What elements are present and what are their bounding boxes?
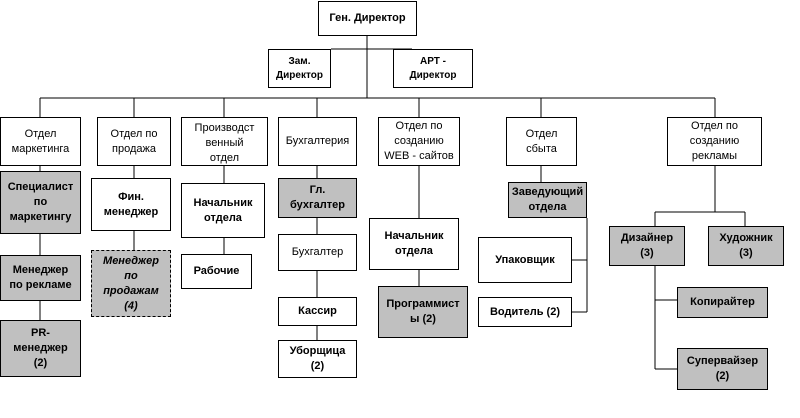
dept-distribution-box: Отдел сбыта bbox=[506, 117, 577, 166]
art-director-box: АРТ - Директор bbox=[393, 49, 473, 88]
cleaner-box: Уборщица (2) bbox=[278, 340, 357, 378]
driver-box: Водитель (2) bbox=[478, 297, 572, 327]
dept-advertising-box: Отдел по созданию рекламы bbox=[667, 117, 762, 166]
web-head-box: Начальник отдела bbox=[369, 218, 459, 270]
chief-accountant-box: Гл. бухгалтер bbox=[278, 178, 357, 218]
dept-web-box: Отдел по созданию WEB - сайтов bbox=[378, 117, 460, 166]
packer-box: Упаковщик bbox=[478, 237, 572, 283]
artist-box: Художник (3) bbox=[708, 226, 784, 266]
dept-accounting-box: Бухгалтерия bbox=[278, 117, 357, 166]
dept-sales-box: Отдел по продажа bbox=[97, 117, 171, 166]
programmers-box: Программист ы (2) bbox=[378, 286, 468, 338]
cashier-box: Кассир bbox=[278, 297, 357, 326]
fin-manager-box: Фин. менеджер bbox=[91, 178, 171, 231]
pr-manager-box: PR- менеджер (2) bbox=[0, 320, 81, 377]
production-head-box: Начальник отдела bbox=[181, 183, 265, 238]
accountant-box: Бухгалтер bbox=[278, 234, 357, 271]
ad-manager-box: Менеджер по рекламе bbox=[0, 255, 81, 301]
designer-box: Дизайнер (3) bbox=[609, 226, 685, 266]
supervisor-box: Супервайзер (2) bbox=[677, 348, 768, 390]
dept-production-box: Производст венный отдел bbox=[181, 117, 268, 166]
ceo-box: Ген. Директор bbox=[318, 1, 417, 36]
distribution-head-box: Заведующий отдела bbox=[508, 182, 587, 218]
sales-manager-box: Менеджер по продажам (4) bbox=[91, 250, 171, 317]
deputy-director-box: Зам. Директор bbox=[268, 49, 331, 88]
marketing-specialist-box: Специалист по маркетингу bbox=[0, 171, 81, 234]
dept-marketing-box: Отдел маркетинга bbox=[0, 117, 81, 166]
workers-box: Рабочие bbox=[181, 254, 252, 289]
copywriter-box: Копирайтер bbox=[677, 287, 768, 318]
